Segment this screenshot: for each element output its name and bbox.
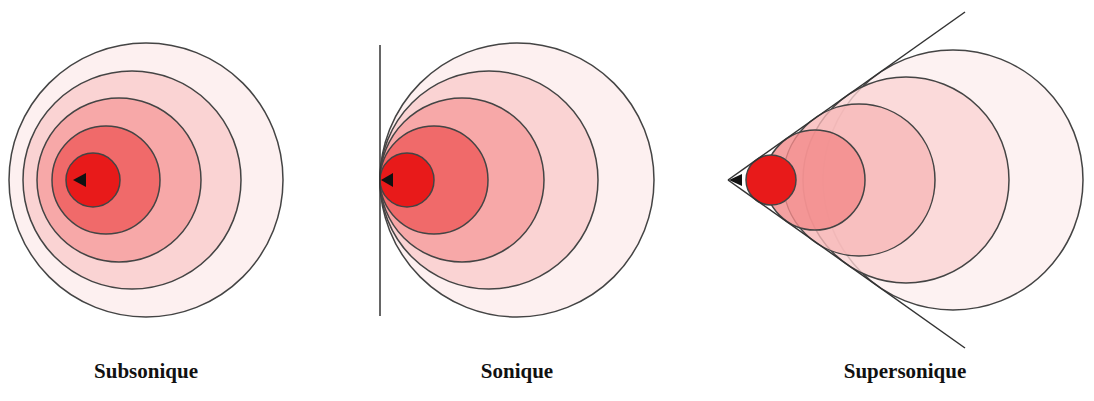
wavefront bbox=[380, 126, 488, 234]
regime-label: Sonique bbox=[481, 359, 553, 384]
wavefront bbox=[37, 98, 201, 262]
wavefront bbox=[9, 43, 283, 317]
wavefront bbox=[23, 71, 241, 289]
source-triangle bbox=[381, 173, 393, 187]
wavefront bbox=[52, 126, 160, 234]
source-triangle bbox=[729, 174, 742, 186]
supersonic-waves bbox=[746, 50, 1083, 310]
wavefront bbox=[380, 98, 544, 262]
sound-barrier-line bbox=[379, 45, 381, 316]
regime-label: Subsonique bbox=[94, 359, 198, 384]
mach-cone-line bbox=[728, 180, 965, 348]
wavefront bbox=[66, 153, 120, 207]
regime-label: Supersonique bbox=[844, 359, 967, 384]
wavefront bbox=[380, 71, 598, 289]
source-triangle bbox=[73, 173, 86, 187]
wavefront bbox=[380, 153, 434, 207]
wavefront bbox=[380, 43, 654, 317]
sonic-waves bbox=[380, 43, 654, 317]
mach-cone-line bbox=[728, 12, 965, 180]
subsonic-waves bbox=[9, 43, 283, 317]
